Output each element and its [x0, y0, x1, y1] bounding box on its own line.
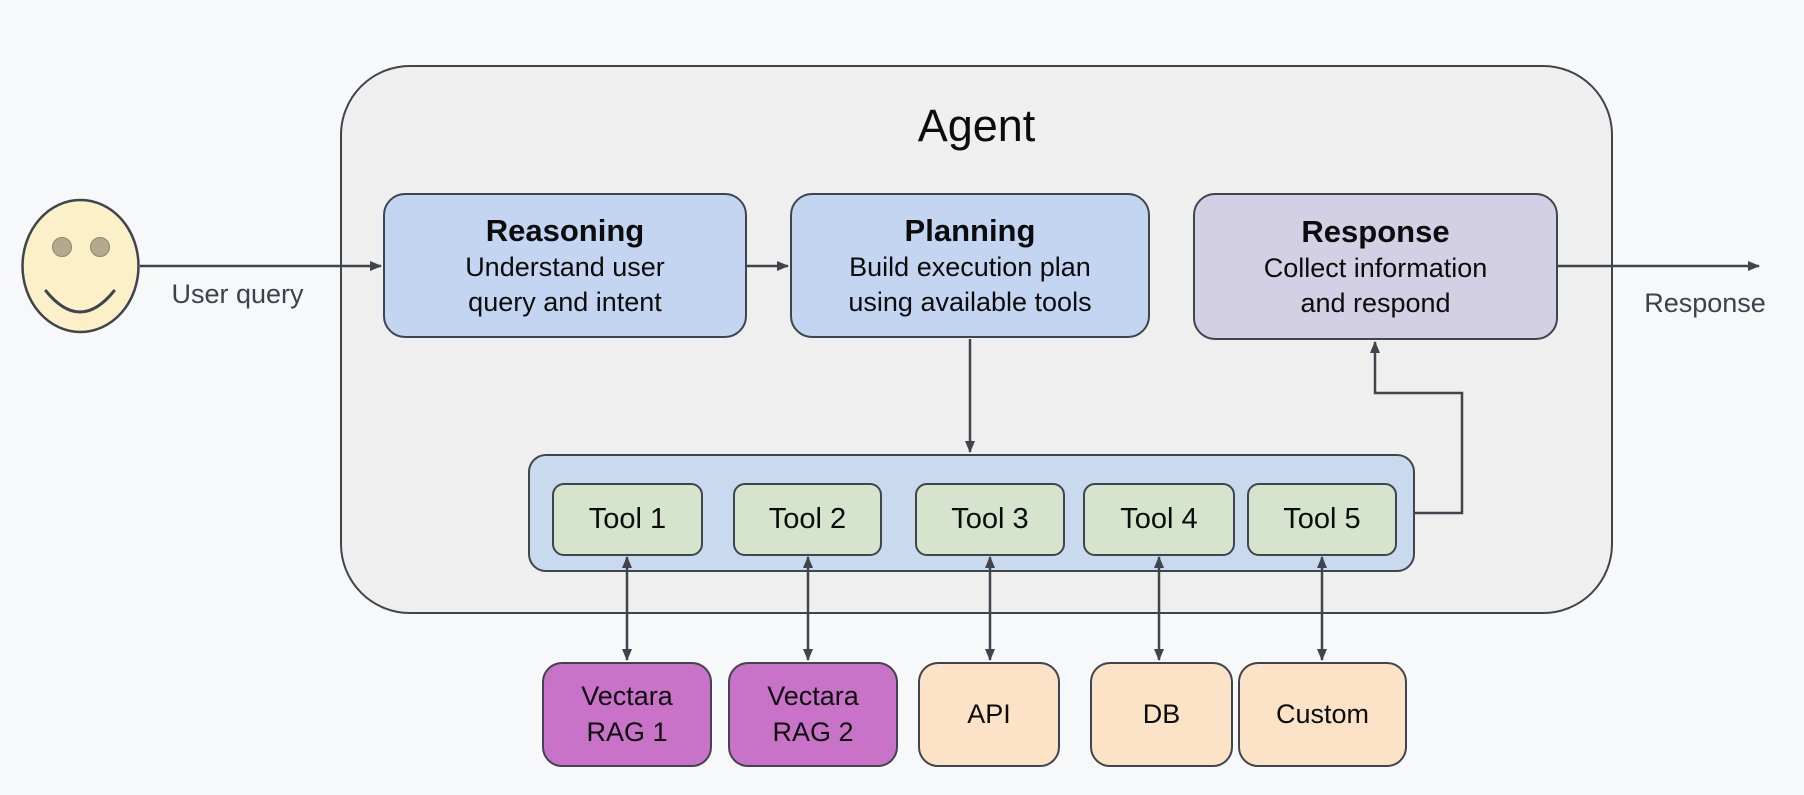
custom-label: Custom: [1275, 698, 1370, 729]
api-label: API: [967, 698, 1011, 729]
response-output-label: Response: [1644, 288, 1766, 318]
reasoning-title: Reasoning: [485, 212, 645, 248]
response-subtitle-line1: Collect information: [1263, 253, 1488, 284]
response-title: Response: [1301, 213, 1450, 249]
planning-subtitle-line2: using available tools: [848, 286, 1092, 317]
vectara-rag-2-line1: Vectara: [767, 681, 859, 712]
reasoning-node: Reasoning Understand user query and inte…: [383, 193, 747, 338]
smiley-left-eye: [52, 237, 72, 257]
smiley-mouth: [44, 289, 116, 314]
planning-subtitle-line1: Build execution plan: [849, 252, 1091, 283]
reasoning-subtitle-line1: Understand user: [465, 252, 665, 283]
planning-node: Planning Build execution plan using avai…: [790, 193, 1150, 338]
tool-1-node: Tool 1: [552, 483, 703, 556]
response-node: Response Collect information and respond: [1193, 193, 1558, 340]
vectara-rag-2-line2: RAG 2: [772, 716, 854, 747]
tool-2-node: Tool 2: [733, 483, 882, 556]
vectara-rag-1-line1: Vectara: [581, 681, 673, 712]
vectara-rag-2-node: Vectara RAG 2: [728, 662, 898, 767]
reasoning-subtitle-line2: query and intent: [468, 286, 662, 317]
tool-4-node: Tool 4: [1083, 483, 1235, 556]
smiley-right-eye: [90, 237, 110, 257]
planning-title: Planning: [904, 212, 1036, 248]
api-node: API: [918, 662, 1060, 767]
vectara-rag-1-line2: RAG 1: [586, 716, 668, 747]
response-subtitle-line2: and respond: [1300, 287, 1451, 318]
agent-title: Agent: [917, 100, 1036, 151]
custom-node: Custom: [1238, 662, 1407, 767]
tool-3-node: Tool 3: [915, 483, 1065, 556]
vectara-rag-1-node: Vectara RAG 1: [542, 662, 712, 767]
db-label: DB: [1142, 698, 1181, 729]
tool-5-node: Tool 5: [1247, 483, 1397, 556]
user-smiley-icon: [21, 198, 140, 334]
user-query-label: User query: [171, 279, 304, 309]
db-node: DB: [1090, 662, 1233, 767]
